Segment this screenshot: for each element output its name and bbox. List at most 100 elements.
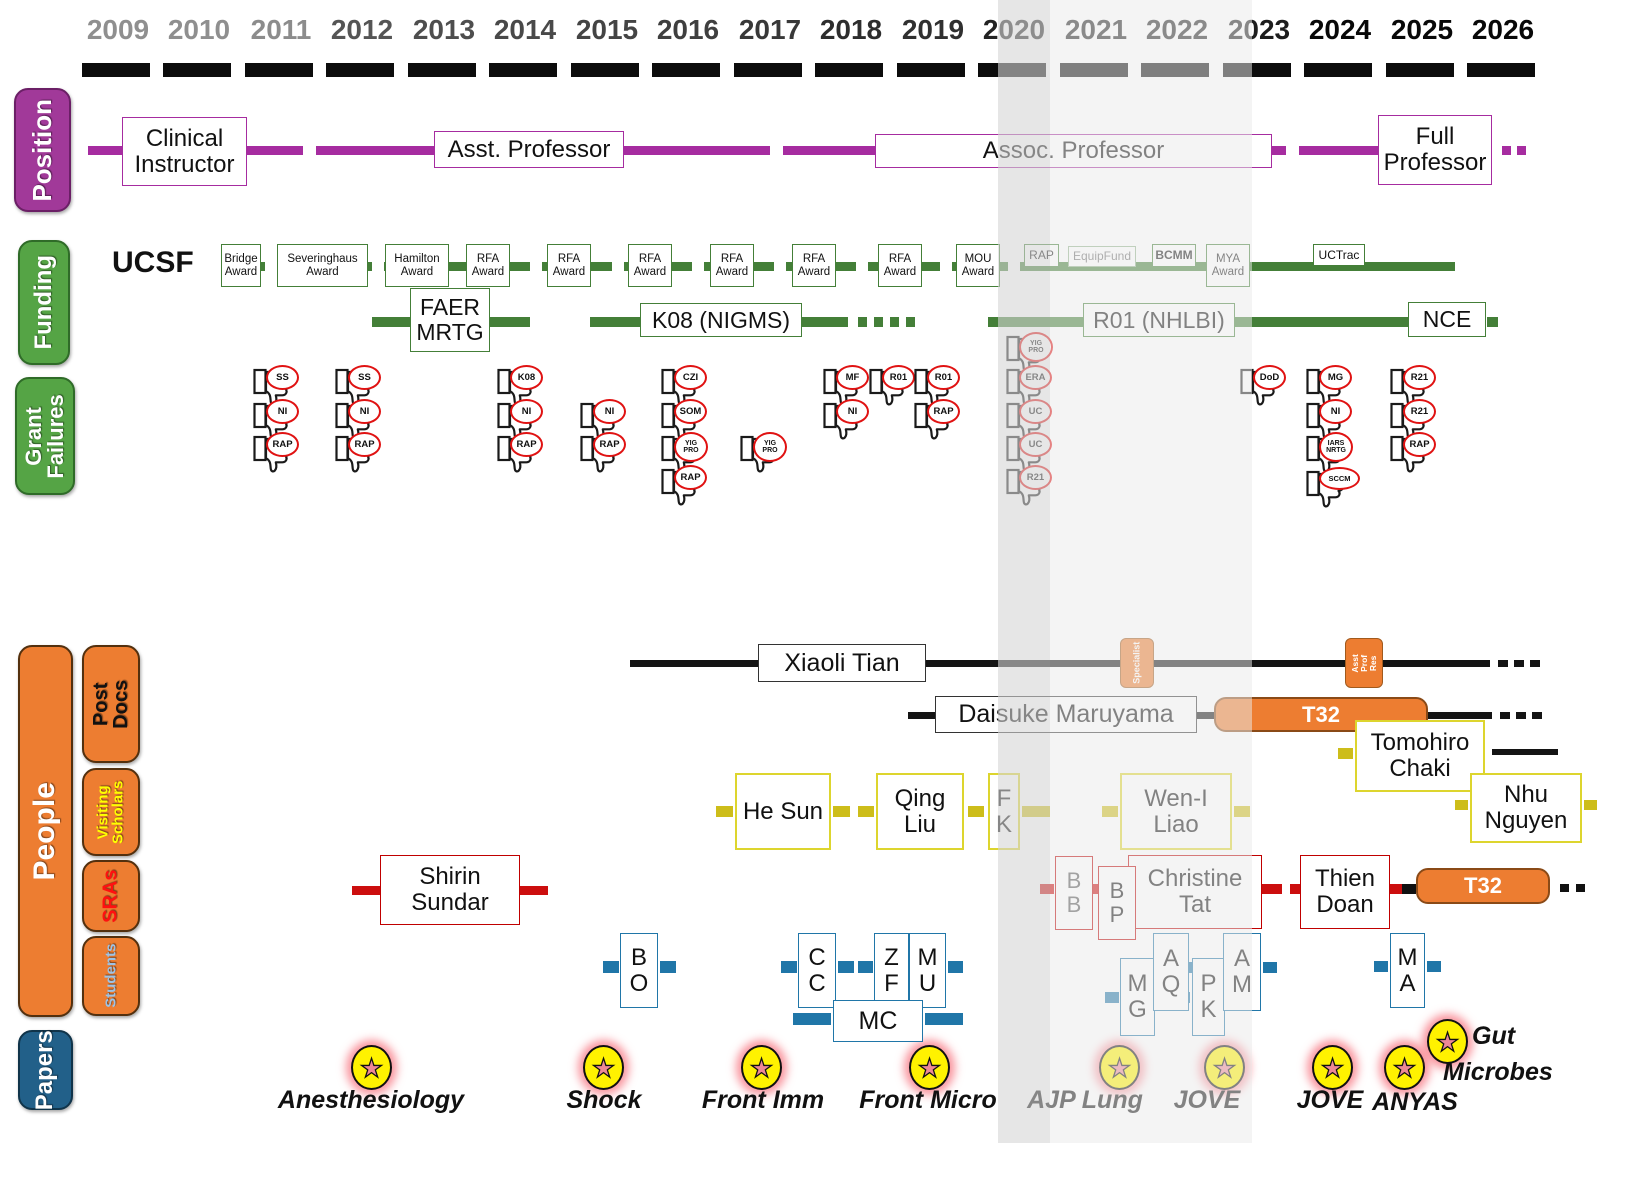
grant-failure-thumbsdown-icon: NI [1306,398,1352,440]
grant-failure-label: RAP [593,432,626,457]
grant-box-k08-label: K08 (NIGMS) [651,306,791,333]
star-glyph-icon: ★ [1320,1052,1345,1083]
award-box-label: RFA Award [797,253,831,278]
student-box-label: B O [629,943,649,997]
sra-box-label: Shirin Sundar [411,863,489,916]
grant-failure-label: UC [1019,432,1052,457]
section-label-post-docs-text: Post Docs [89,679,132,729]
grant-failure-thumbsdown-icon: RAP [253,431,299,473]
grant-failure-label: RAP [510,432,543,457]
star-glyph-icon: ★ [1392,1052,1417,1083]
year-label-2025: 2025 [1390,14,1454,45]
grant-failure-label: RAP [927,399,960,424]
section-label-funding-text: Funding [29,255,57,350]
grant-failure-thumbsdown-icon: RAP [661,464,707,506]
award-box-label: RFA Award [633,253,667,278]
postdoc-box: Xiaoli Tian [758,644,926,682]
grant-failure-label: ERA [1019,365,1052,390]
award-box-label: Hamilton Award [394,253,440,278]
journal-label: Gut [1472,1022,1516,1050]
award-box-label: Bridge Award [224,253,258,278]
ucsf-label: UCSF [112,246,194,279]
visiting-scholar-tick [1455,800,1468,810]
year-label-2009: 2009 [86,14,150,45]
student-box: P K [1192,958,1225,1036]
award-box: RFA Award [792,244,836,287]
student-box: A Q [1153,933,1189,1011]
student-tick [781,961,797,973]
year-label-2013: 2013 [412,14,476,45]
journal-label: Front Micro [859,1086,997,1114]
visiting-scholar-tick [1102,806,1118,817]
funding-line-dot [906,317,915,327]
visiting-scholar-box-label: Tomohiro Chaki [1370,729,1470,782]
grant-failure-label: RAP [1403,432,1436,457]
timeline-dash [1141,63,1209,77]
visiting-scholar-box: Nhu Nguyen [1470,773,1582,843]
grant-failure-thumbsdown-icon: MG [1306,364,1352,406]
student-box: C C [798,933,836,1008]
award-box: MOU Award [956,244,1000,287]
assoc-professor-box-label: Assoc. Professor [982,137,1165,165]
visiting-scholar-box-label: Qing Liu [894,784,946,838]
timeline-dash [82,63,150,77]
award-box: Bridge Award [221,244,261,287]
star-glyph-icon: ★ [917,1052,942,1083]
grant-failure-label: IARS NRTG [1319,432,1353,462]
grant-failure-label: R01 [927,365,960,390]
grant-failure-thumbsdown-icon: DoD [1240,364,1286,406]
year-label-2022: 2022 [1145,14,1209,45]
section-label-grant-failures: Grant Failures [15,377,75,495]
student-box: MC [833,1000,923,1042]
section-label-sras-text: SRAs [99,869,122,923]
year-label-2011: 2011 [250,14,312,45]
student-box: A M [1223,933,1261,1011]
award-box-label: RFA Award [552,253,586,278]
student-box-label: MC [858,1006,898,1035]
position-line-dot [1517,146,1526,155]
specialist-badge-label: Specialist [1131,641,1142,685]
postdoc-line-dot [1500,712,1510,719]
grant-box-faer-mrtg: FAER MRTG [410,288,490,352]
grant-failure-label: NI [348,399,381,424]
postdoc-box: Daisuke Maruyama [935,696,1197,733]
grant-failure-label: YIG PRO [1019,332,1053,362]
funding-line-dot [858,317,867,327]
award-box-label: BCMM [1155,248,1193,263]
award-box: BCMM [1152,244,1196,267]
sra-box: Thien Doan [1300,855,1390,929]
student-box: M G [1120,958,1155,1036]
sra-line [1262,884,1282,894]
section-label-visiting-scholars: Visiting Scholars [82,768,140,856]
year-label-2012: 2012 [330,14,394,45]
journal-label: Anesthesiology [277,1086,465,1114]
sra-line [352,886,380,895]
year-label-2016: 2016 [656,14,720,45]
student-box: M U [909,933,946,1008]
visiting-scholar-box: Qing Liu [876,773,964,850]
visiting-scholar-box-label: Nhu Nguyen [1484,781,1568,834]
section-label-position-text: Position [27,98,58,202]
student-tick [925,1013,963,1025]
timeline-dash [652,63,720,77]
t32-badge-label: T32 [1464,873,1502,899]
award-box: RFA Award [878,244,922,287]
student-box-label: P K [1200,970,1217,1023]
sra-box: B B [1055,856,1093,930]
student-box: Z F [874,933,909,1008]
paper-star-icon: ★ [741,1045,782,1090]
award-box: MYA Award [1206,244,1250,287]
grant-failure-thumbsdown-icon: R01 [869,364,915,406]
grant-failure-thumbsdown-icon: RAP [1390,431,1436,473]
award-box: RFA Award [628,244,672,287]
journal-label: JOVE [1173,1086,1241,1114]
clinical-instructor-box: Clinical Instructor [122,117,247,186]
grant-box-r01: R01 (NHLBI) [1083,303,1235,337]
visiting-scholar-box: He Sun [735,773,831,850]
star-glyph-icon: ★ [1212,1052,1237,1083]
grant-box-faer-mrtg-label: FAER MRTG [416,294,484,345]
section-label-funding: Funding [18,240,70,365]
grant-failure-label: RAP [674,465,707,490]
grant-failure-label: YIG PRO [753,432,787,462]
award-box: RFA Award [547,244,591,287]
